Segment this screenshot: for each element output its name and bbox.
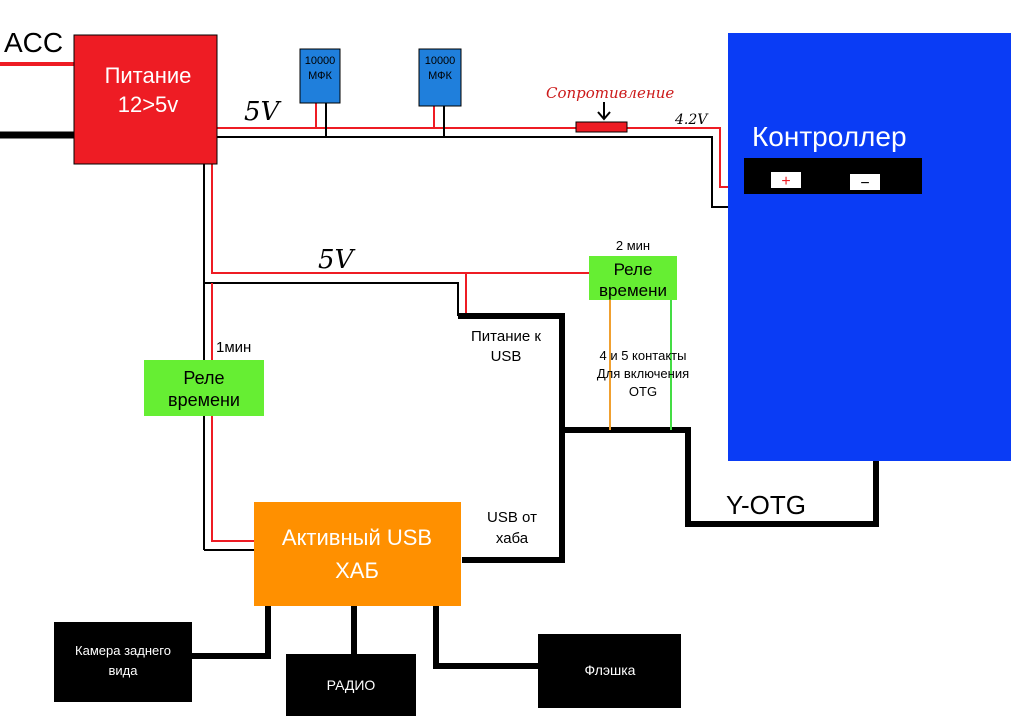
capacitor-1: 10000 МФК (299, 48, 341, 104)
relay-top: 2 мин Реле времени (589, 238, 677, 300)
otg-note-line1: 4 и 5 контакты (600, 348, 687, 363)
red-relay-to-hub (211, 416, 256, 542)
capacitor-2-body (418, 48, 462, 107)
usb-from-hub-line2: хаба (496, 530, 529, 547)
controller-box (728, 33, 1011, 461)
otg-note-line2: Для включения (597, 366, 689, 381)
device-radio: РАДИО (286, 654, 416, 716)
capacitor-2: 10000 МФК (418, 48, 462, 107)
drop-black (203, 164, 459, 316)
voltage-top-label: 5V (244, 97, 282, 127)
capacitor-1-value: 10000 (305, 55, 336, 67)
resistor-arrow-icon (597, 102, 611, 121)
usb-power-label-line2: USB (491, 348, 522, 365)
power-label-line1: Питание (105, 63, 192, 88)
hub-label-line1: Активный USB (282, 525, 432, 550)
flash-label: Флэшка (585, 662, 636, 678)
resistor-label: Сопротивление (546, 84, 674, 102)
voltage-mid-label: 5V (318, 245, 356, 275)
resistor-body (575, 121, 628, 133)
plus-terminal (771, 172, 801, 188)
acc-label: ACC (4, 27, 63, 58)
power-box (73, 34, 218, 165)
device-camera: Камера заднего вида (54, 622, 192, 702)
hub-to-camera (190, 606, 271, 659)
usb-hub-box (254, 502, 461, 606)
relay-left-time: 1мин (216, 339, 251, 356)
relay-top-box (589, 256, 677, 300)
controller: Контроллер + − (728, 33, 1011, 461)
capacitor-2-value: 10000 (425, 55, 456, 67)
minus-icon: − (860, 175, 869, 192)
relay-left-label-line2: времени (168, 390, 240, 410)
y-otg-label: Y-OTG (726, 490, 806, 520)
capacitor-1-unit: МФК (308, 70, 332, 82)
hub-to-flash (433, 606, 540, 669)
power-supply: Питание 12>5v (73, 34, 218, 165)
power-label-line2: 12>5v (118, 92, 179, 117)
controller-label: Контроллер (752, 121, 907, 152)
radio-box (286, 654, 416, 716)
radio-label: РАДИО (327, 677, 376, 693)
flash-box (538, 634, 681, 708)
device-flash: Флэшка (538, 634, 681, 708)
otg-note-line3: OTG (629, 384, 657, 399)
drop-red (211, 164, 590, 274)
camera-label-line2: вида (109, 663, 139, 678)
capacitor-1-body (299, 48, 341, 104)
controller-connector (744, 158, 922, 194)
usb-power-cable (458, 313, 565, 563)
plus-icon: + (781, 173, 790, 190)
hub-label-line2: ХАБ (335, 558, 379, 583)
relay-left-label-line1: Реле (183, 368, 224, 388)
capacitor-2-unit: МФК (428, 70, 452, 82)
otg-cable (562, 427, 879, 527)
relay-left: 1мин Реле времени (144, 339, 264, 416)
relay-top-label-line2: времени (599, 281, 667, 300)
usb-hub: Активный USB ХАБ (254, 502, 461, 606)
relay-top-label-line1: Реле (614, 260, 653, 279)
relay-left-box (144, 360, 264, 416)
relay-top-time: 2 мин (616, 238, 650, 253)
camera-label-line1: Камера заднего (75, 643, 171, 658)
resistor: Сопротивление 4.2V (546, 84, 709, 133)
usb-power-label-line1: Питание к (471, 328, 541, 345)
minus-terminal (850, 174, 880, 190)
voltage-42-label: 4.2V (674, 112, 709, 128)
camera-box (54, 622, 192, 702)
usb-from-hub-line1: USB от (487, 509, 537, 526)
